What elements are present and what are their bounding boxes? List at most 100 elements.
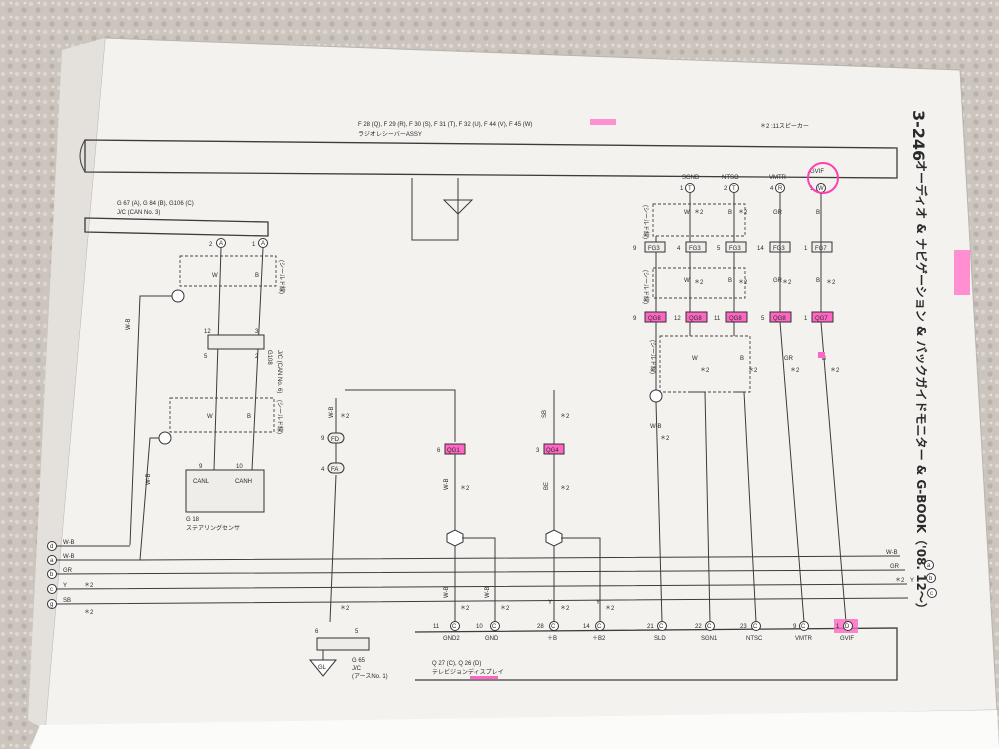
shield-loop-2 bbox=[652, 267, 746, 299]
wire-label: B bbox=[816, 278, 820, 284]
wire-label: B bbox=[728, 278, 732, 284]
wire-label: W-B bbox=[444, 586, 450, 598]
display-pin-sld: 21 C SLD bbox=[647, 621, 667, 642]
svg-text:C: C bbox=[801, 624, 806, 630]
display-pin-gnd: 10 C GND bbox=[476, 621, 500, 642]
svg-text:d: d bbox=[50, 544, 53, 550]
wire-label: GR bbox=[773, 210, 783, 216]
svg-text:C: C bbox=[659, 624, 664, 630]
svg-text:b: b bbox=[929, 576, 933, 582]
svg-text:R: R bbox=[778, 186, 783, 192]
display-pin-ntsc: 23 C NTSC bbox=[740, 621, 763, 642]
svg-text:＊2: ＊2 bbox=[560, 605, 570, 612]
display-pin-b2: 14 C ＋B2 bbox=[583, 621, 606, 642]
svg-text:SGND: SGND bbox=[682, 175, 700, 181]
star2-markers: ＊2 ＊2 ＊2 ＊2 ＊2 ＊2 ＊2 ＊2 ＊2 ＊2 ＊2 ＊2 ＊2 ＊… bbox=[340, 279, 840, 612]
svg-text:11: 11 bbox=[714, 316, 721, 322]
steering-name: ステアリングセンサ bbox=[186, 524, 240, 532]
wire-label: W-B bbox=[146, 473, 152, 485]
svg-text:＊2: ＊2 bbox=[830, 367, 840, 374]
svg-text:＊2: ＊2 bbox=[782, 279, 792, 286]
qg-connector-row: 9 QG8 12 QG8 11 QG8 5 QG8 1 QG7 bbox=[633, 311, 834, 323]
radio-pin-vmtr: VMTR 4 R bbox=[769, 175, 787, 193]
page-title: オーディオ & ナビゲーション & バックガイドモニター & G-BOOK（'0… bbox=[914, 160, 929, 615]
wire-label: BE bbox=[544, 482, 550, 490]
svg-text:＊2: ＊2 bbox=[660, 435, 670, 442]
svg-text:1: 1 bbox=[804, 316, 808, 322]
highlight-mark bbox=[818, 352, 825, 358]
svg-text:C: C bbox=[707, 624, 712, 630]
highlight-mark bbox=[470, 676, 498, 679]
wire-label: B bbox=[816, 210, 820, 216]
svg-text:9: 9 bbox=[793, 624, 797, 630]
wire-label: GR bbox=[784, 356, 794, 362]
svg-text:FG3: FG3 bbox=[773, 246, 785, 252]
earth-jc-box bbox=[316, 637, 370, 651]
can-shield-node-2 bbox=[158, 431, 172, 445]
svg-text:28: 28 bbox=[537, 624, 544, 630]
svg-text:4: 4 bbox=[677, 246, 681, 252]
svg-text:C: C bbox=[753, 624, 758, 630]
display-box bbox=[414, 627, 898, 681]
steering-signal-canl: CANL bbox=[193, 479, 210, 485]
svg-text:QG8: QG8 bbox=[729, 316, 742, 322]
jc-can6-pin: 2 bbox=[255, 354, 259, 360]
svg-text:QG8: QG8 bbox=[773, 316, 786, 322]
svg-text:A: A bbox=[219, 241, 223, 247]
svg-text:A: A bbox=[261, 241, 265, 247]
wire-label: B bbox=[728, 210, 732, 216]
qg1-feed-wire bbox=[345, 389, 456, 442]
svg-text:Y: Y bbox=[910, 578, 914, 584]
svg-text:QG7: QG7 bbox=[815, 316, 828, 322]
svg-text:1: 1 bbox=[836, 624, 840, 630]
fa-inline-connector: 4 FA bbox=[321, 462, 345, 474]
svg-text:＊2: ＊2 bbox=[826, 279, 836, 286]
svg-text:3: 3 bbox=[536, 448, 540, 454]
svg-text:＊2: ＊2 bbox=[790, 367, 800, 374]
display-pin-b: 28 C ＋B bbox=[537, 621, 559, 642]
steering-pin: 9 bbox=[199, 464, 203, 470]
svg-text:GR: GR bbox=[890, 564, 900, 570]
radio-pin-gvif: GVIF 1 W bbox=[807, 162, 839, 194]
svg-text:12: 12 bbox=[674, 316, 681, 322]
svg-text:4: 4 bbox=[321, 467, 325, 473]
splice-node-wb bbox=[446, 529, 464, 547]
page-curl-left bbox=[28, 38, 105, 730]
svg-text:QG4: QG4 bbox=[546, 448, 559, 454]
svg-text:C: C bbox=[492, 624, 497, 630]
svg-text:10: 10 bbox=[476, 624, 483, 630]
display-pin-gvif: 1 D GVIF bbox=[834, 619, 858, 642]
wire-label: B bbox=[255, 273, 259, 279]
can-shield-node-1 bbox=[171, 289, 185, 303]
svg-text:1: 1 bbox=[680, 186, 684, 192]
bus-lines bbox=[55, 545, 909, 605]
svg-text:9: 9 bbox=[633, 316, 637, 322]
svg-text:C: C bbox=[452, 624, 457, 630]
can-shield-loop-2 bbox=[169, 397, 275, 433]
bus-labels-right: W-B a GR b ＊2 Y c bbox=[886, 550, 937, 598]
antenna-icon bbox=[442, 199, 474, 226]
svg-text:NTSC: NTSC bbox=[746, 636, 763, 642]
svg-text:＊2: ＊2 bbox=[460, 485, 470, 492]
shield-label: (シールド線) bbox=[276, 400, 284, 434]
svg-text:VMTR: VMTR bbox=[795, 636, 813, 642]
jc-can6-pin: 5 bbox=[204, 354, 208, 360]
svg-text:2: 2 bbox=[724, 186, 728, 192]
svg-text:GND: GND bbox=[485, 636, 499, 642]
display-name: テレビジョンディスプレイ bbox=[432, 668, 504, 676]
svg-text:＊2: ＊2 bbox=[694, 279, 704, 286]
earth-code: G 65 bbox=[352, 658, 366, 664]
svg-text:2: 2 bbox=[209, 242, 213, 248]
wire-label: W bbox=[684, 210, 690, 216]
wire-label: B bbox=[822, 356, 826, 362]
svg-text:QG1: QG1 bbox=[447, 448, 460, 454]
wire-label: Y bbox=[596, 600, 600, 606]
svg-text:SGN1: SGN1 bbox=[701, 636, 718, 642]
radio-name: ラジオレシーバーASSY bbox=[358, 131, 422, 138]
svg-text:W-B: W-B bbox=[886, 550, 898, 556]
svg-text:11: 11 bbox=[433, 624, 440, 630]
ground-symbol bbox=[308, 659, 338, 677]
jc-can3-connectors: G 67 (A), G 84 (B), G106 (C) bbox=[117, 201, 194, 207]
svg-text:＊2: ＊2 bbox=[340, 605, 350, 612]
svg-text:4: 4 bbox=[770, 186, 774, 192]
